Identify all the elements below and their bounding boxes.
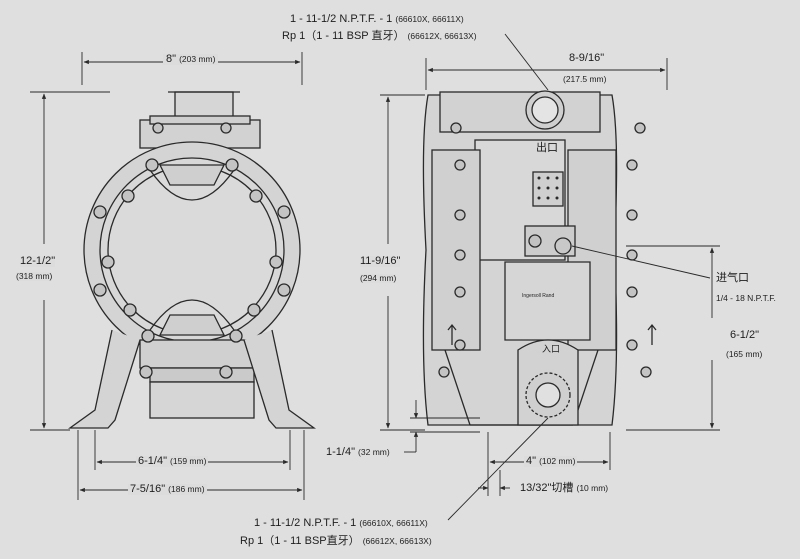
dim-height-right-metric: (294 mm) [360,273,397,283]
dim-inlet-offset: 4" (102 mm) [524,455,578,467]
bottom-port-line1-main: 1 - 11-1/2 N.P.T.F. - 1 [254,517,357,529]
front-view [422,90,657,426]
dim-width-left: 8" (203 mm) [163,53,219,65]
bottom-port-line2-main: Rp 1（1 - 11 BSP直牙） [240,535,360,547]
dim-height-right-value: 11-9/16" [360,255,401,267]
air-inlet-label: 进气口 [716,272,749,284]
dim-width-right-value: 8-9/16" [569,52,605,64]
top-port-line2-main: Rp 1（1 - 11 BSP 直牙） [282,30,405,42]
dim-inlet-height: 1-1/4" (32 mm) [326,447,390,458]
dim-base-inner-value: 6-1/4" [138,455,167,467]
bottom-port-line1-models: (66610X, 66611X) [359,518,428,528]
dim-height-left-metric: (318 mm) [16,271,53,281]
dim-base-outer-metric: (186 mm) [168,484,205,494]
dim-base-outer: 7-5/16" (186 mm) [128,484,207,495]
top-port-line2: Rp 1（1 - 11 BSP 直牙） (66612X, 66613X) [282,31,477,42]
brand-label: Ingersoll Rand [522,293,555,299]
dim-inlet-height-value: 1-1/4" [326,446,355,458]
dim-base-inner: 6-1/4" (159 mm) [136,455,209,467]
dim-slot-value: 13/32"切槽 [520,482,574,494]
top-port-line1-main: 1 - 11-1/2 N.P.T.F. - 1 [290,13,393,25]
dim-base-inner-metric: (159 mm) [170,456,207,466]
dim-air-height-value: 6-1/2" [730,329,759,341]
dim-slot-metric: (10 mm) [576,483,609,493]
bottom-port-line1: 1 - 11-1/2 N.P.T.F. - 1 (66610X, 66611X) [254,518,428,529]
dim-inlet-height-metric: (32 mm) [358,447,390,457]
dim-height-left-value: 12-1/2" [20,255,56,267]
top-port-line2-models: (66612X, 66613X) [407,31,477,41]
bottom-port-line2: Rp 1（1 - 11 BSP直牙） (66612X, 66613X) [240,536,432,547]
dim-width-right-metric: (217.5 mm) [563,74,607,84]
outlet-label: 出口 [536,142,558,154]
bottom-port-line2-models: (66612X, 66613X) [362,536,432,546]
dim-width-left-metric: (203 mm) [179,54,216,64]
dim-inlet-offset-value: 4" [526,455,537,467]
dim-slot: 13/32"切槽 (10 mm) [520,483,608,494]
dim-air-height-metric: (165 mm) [726,349,763,359]
side-view [67,91,317,429]
dim-base-outer-value: 7-5/16" [130,483,166,495]
top-port-line1: 1 - 11-1/2 N.P.T.F. - 1 (66610X, 66611X) [290,14,464,25]
dim-inlet-offset-metric: (102 mm) [539,456,576,466]
inlet-label: 入口 [542,344,561,354]
dim-width-left-value: 8" [166,53,177,65]
top-port-line1-models: (66610X, 66611X) [395,14,464,24]
air-thread-label: 1/4 - 18 N.P.T.F. [716,293,776,303]
